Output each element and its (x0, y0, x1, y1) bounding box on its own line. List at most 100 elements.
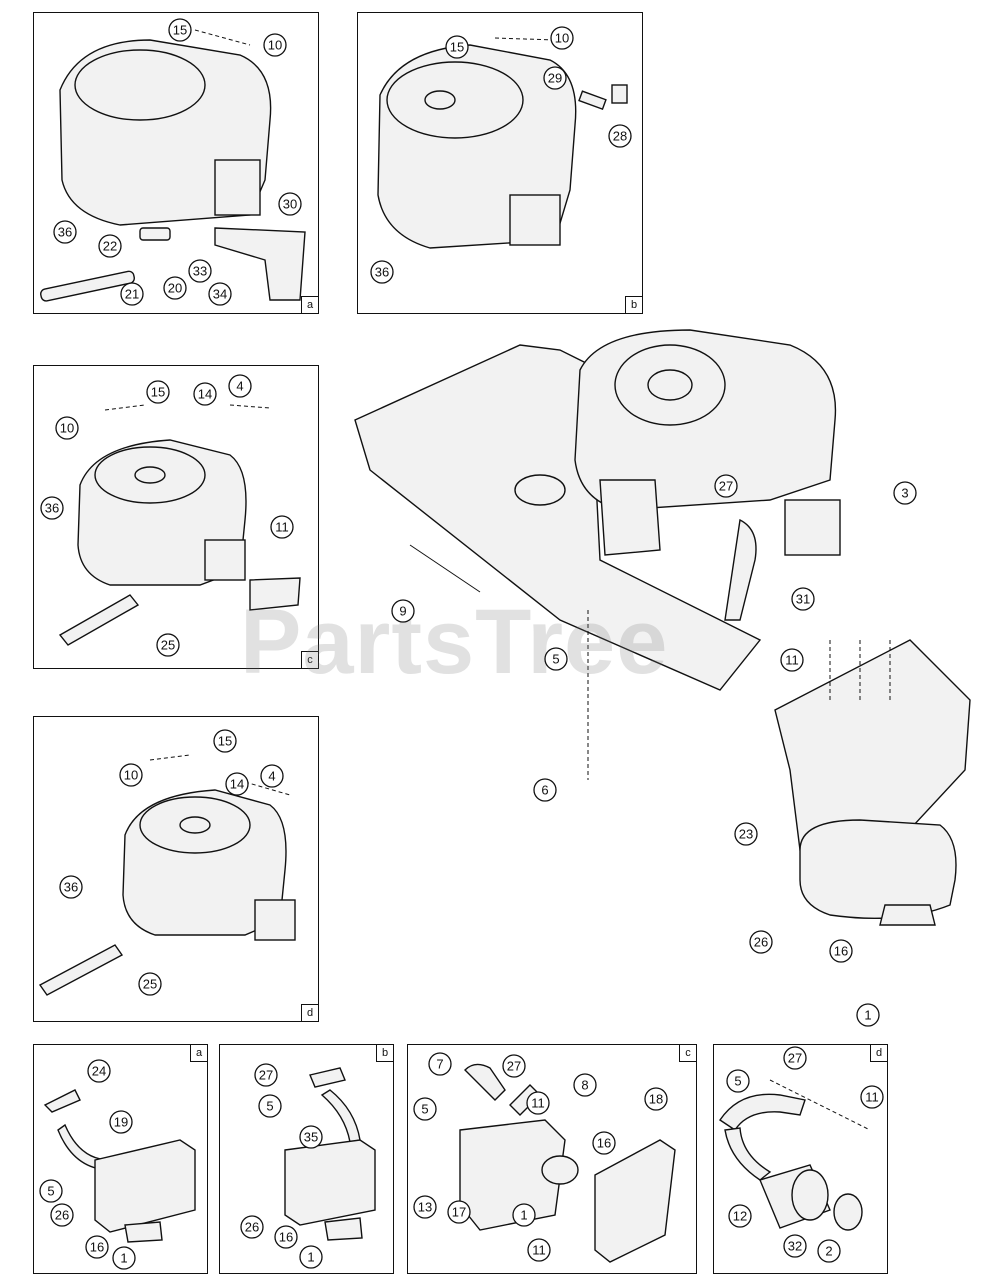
panel-tag: b (625, 296, 642, 313)
callout[interactable]: 11 (526, 1091, 550, 1115)
callout-label: 26 (55, 1208, 69, 1223)
callout[interactable]: 25 (138, 972, 162, 996)
callout[interactable]: 5 (544, 647, 568, 671)
callout[interactable]: 23 (734, 822, 758, 846)
callout[interactable]: 10 (119, 763, 143, 787)
callout[interactable]: 11 (860, 1085, 884, 1109)
callout[interactable]: 10 (263, 33, 287, 57)
callout-label: 26 (245, 1220, 259, 1235)
callout[interactable]: 16 (592, 1131, 616, 1155)
callout[interactable]: 15 (445, 35, 469, 59)
callout[interactable]: 19 (109, 1110, 133, 1134)
engine-c-illustration (58, 404, 301, 646)
callout[interactable]: 29 (543, 66, 567, 90)
callout-label: 27 (507, 1059, 521, 1074)
callout[interactable]: 27 (783, 1046, 807, 1070)
exhaust-a-illustration (43, 1089, 196, 1243)
callout[interactable]: 35 (299, 1125, 323, 1149)
callout[interactable]: 5 (413, 1097, 437, 1121)
callout[interactable]: 36 (59, 875, 83, 899)
callout[interactable]: 11 (527, 1238, 551, 1262)
callout[interactable]: 1 (112, 1246, 136, 1270)
callout-label: 36 (64, 880, 78, 895)
callout[interactable]: 25 (156, 633, 180, 657)
callout-label: 13 (418, 1200, 432, 1215)
callout[interactable]: 12 (728, 1204, 752, 1228)
callout-label: 27 (259, 1068, 273, 1083)
callout[interactable]: 30 (278, 192, 302, 216)
callout[interactable]: 7 (428, 1052, 452, 1076)
callout[interactable]: 1 (299, 1245, 323, 1269)
callout[interactable]: 18 (644, 1087, 668, 1111)
callout[interactable]: 13 (413, 1195, 437, 1219)
callout[interactable]: 1 (856, 1003, 880, 1027)
callout-label: 7 (436, 1057, 443, 1072)
callout[interactable]: 27 (254, 1063, 278, 1087)
callout[interactable]: 36 (53, 220, 77, 244)
callout-label: 11 (785, 653, 799, 668)
callout-label: 31 (796, 592, 810, 607)
engine-b-illustration (377, 37, 628, 249)
callout-label: 32 (788, 1239, 802, 1254)
callout[interactable]: 10 (550, 26, 574, 50)
callout[interactable]: 5 (726, 1069, 750, 1093)
callout[interactable]: 5 (39, 1179, 63, 1203)
callout[interactable]: 26 (749, 930, 773, 954)
callout[interactable]: 16 (85, 1235, 109, 1259)
callout[interactable]: 32 (783, 1234, 807, 1258)
callout[interactable]: 34 (208, 282, 232, 306)
callout[interactable]: 15 (146, 380, 170, 404)
callout[interactable]: 8 (573, 1073, 597, 1097)
callout-label: 28 (613, 129, 627, 144)
callout[interactable]: 6 (533, 778, 557, 802)
callout-label: 16 (834, 944, 848, 959)
callout[interactable]: 21 (120, 282, 144, 306)
engine-a-illustration (40, 29, 306, 302)
watermark: PartsTree (240, 591, 669, 693)
callout[interactable]: 14 (193, 382, 217, 406)
callout-label: 10 (268, 38, 282, 53)
callout[interactable]: 5 (258, 1094, 282, 1118)
callout[interactable]: 15 (213, 729, 237, 753)
panel-tag: d (301, 1004, 318, 1021)
callout[interactable]: 28 (608, 124, 632, 148)
callout[interactable]: 27 (714, 474, 738, 498)
callout[interactable]: 4 (260, 764, 284, 788)
callout-label: 15 (450, 40, 464, 55)
callout[interactable]: 20 (163, 276, 187, 300)
callout[interactable]: 27 (502, 1054, 526, 1078)
callout-label: 5 (552, 652, 559, 667)
callout-label: 1 (864, 1008, 871, 1023)
callout[interactable]: 10 (55, 416, 79, 440)
callout[interactable]: 22 (98, 234, 122, 258)
callout[interactable]: 36 (40, 496, 64, 520)
callout[interactable]: 31 (791, 587, 815, 611)
callout-label: 21 (125, 287, 139, 302)
callout[interactable]: 16 (829, 939, 853, 963)
callout-label: 5 (421, 1102, 428, 1117)
callout-label: 15 (173, 23, 187, 38)
callout[interactable]: 15 (168, 18, 192, 42)
callout-label: 14 (198, 387, 212, 402)
exhaust-d-illustration (719, 1079, 871, 1231)
callout[interactable]: 36 (370, 260, 394, 284)
callout[interactable]: 33 (188, 259, 212, 283)
panel-tag: d (870, 1045, 887, 1062)
callout-label: 1 (307, 1250, 314, 1265)
callout[interactable]: 26 (240, 1215, 264, 1239)
callout[interactable]: 11 (780, 648, 804, 672)
callout[interactable]: 24 (87, 1059, 111, 1083)
callout[interactable]: 17 (447, 1200, 471, 1224)
callout-label: 24 (92, 1064, 106, 1079)
callout[interactable]: 9 (391, 599, 415, 623)
callout[interactable]: 14 (225, 772, 249, 796)
callout[interactable]: 4 (228, 374, 252, 398)
callout[interactable]: 3 (893, 481, 917, 505)
callout[interactable]: 2 (817, 1239, 841, 1263)
callout[interactable]: 11 (270, 515, 294, 539)
callout[interactable]: 16 (274, 1225, 298, 1249)
callout-label: 5 (47, 1184, 54, 1199)
callout[interactable]: 26 (50, 1203, 74, 1227)
panel-tag: a (190, 1045, 207, 1062)
callout[interactable]: 1 (512, 1203, 536, 1227)
